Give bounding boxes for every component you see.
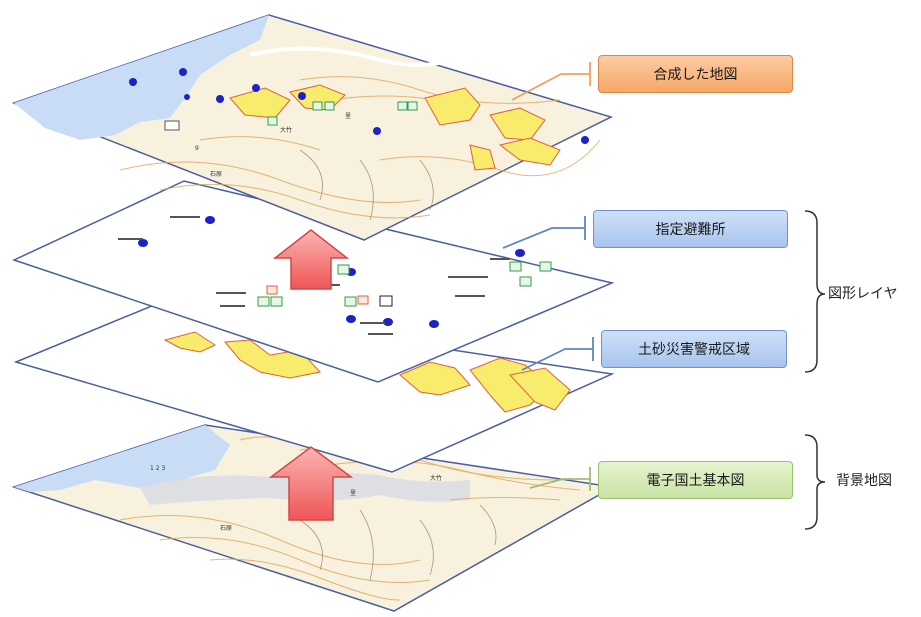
shelter-label: 指定避難所 bbox=[593, 210, 788, 248]
callout-basemap bbox=[529, 467, 591, 491]
callout-composite bbox=[511, 62, 591, 101]
base-map-label: 電子国土基本図 bbox=[598, 461, 793, 499]
composite-map-label: 合成した地図 bbox=[598, 55, 793, 93]
callout-warning bbox=[521, 337, 594, 371]
up-arrow-lower bbox=[268, 446, 354, 521]
bracket-background-map bbox=[804, 434, 826, 530]
svg-text:1 2 3: 1 2 3 bbox=[150, 465, 165, 472]
svg-text:9: 9 bbox=[195, 145, 199, 152]
warning-zone-label: 土砂災害警戒区域 bbox=[601, 330, 787, 368]
svg-text:里: 里 bbox=[345, 113, 351, 120]
svg-text:里: 里 bbox=[350, 490, 356, 497]
svg-text:石原: 石原 bbox=[210, 171, 222, 178]
background-map-group-label: 背景地図 bbox=[836, 473, 892, 489]
shape-layer-group-label: 図形レイヤ bbox=[828, 286, 898, 302]
svg-text:大竹: 大竹 bbox=[280, 126, 292, 134]
warning-zone-sheet bbox=[13, 304, 615, 473]
svg-text:石原: 石原 bbox=[220, 525, 232, 532]
svg-text:大竹: 大竹 bbox=[430, 474, 442, 482]
callout-shelter bbox=[502, 216, 586, 249]
bracket-shape-layer bbox=[804, 210, 826, 373]
up-arrow-upper bbox=[272, 229, 350, 290]
